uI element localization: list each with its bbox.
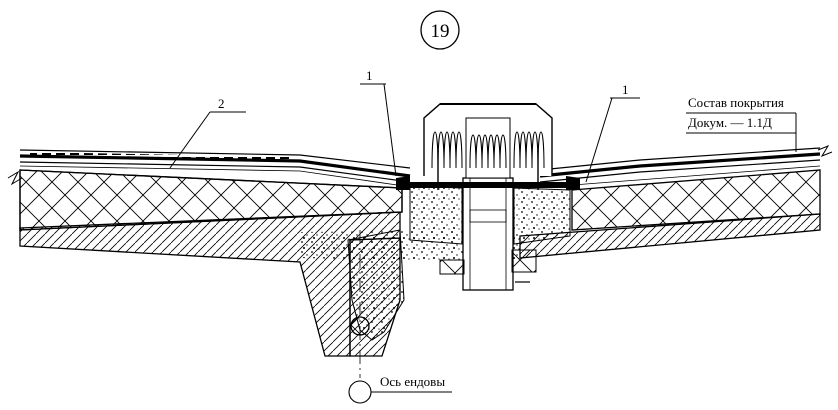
callout-1-left-label: 1 [366,68,373,83]
membrane-left [19,149,411,187]
insulation-right [571,169,821,231]
roof-note-line1: Состав покрытия [688,95,784,110]
callout-1-right: 1 [585,82,640,183]
roof-drain [396,103,580,291]
valley-axis: Ось ендовы [348,230,452,404]
roof-composition-note: Состав покрытия Докум. — 1.1Д [686,95,797,152]
insulation-left [19,169,403,231]
callout-2-label: 2 [218,96,225,111]
detail-marker: 19 [420,10,460,50]
detail-number: 19 [431,21,450,42]
break-lines [7,144,833,186]
drain-grout [409,185,571,245]
callout-1-right-label: 1 [622,82,629,97]
valley-axis-label: Ось ендовы [380,374,445,389]
callout-2: 2 [169,96,246,169]
roof-note-line2: Докум. — 1.1Д [688,115,772,130]
callout-1-left: 1 [360,68,397,177]
